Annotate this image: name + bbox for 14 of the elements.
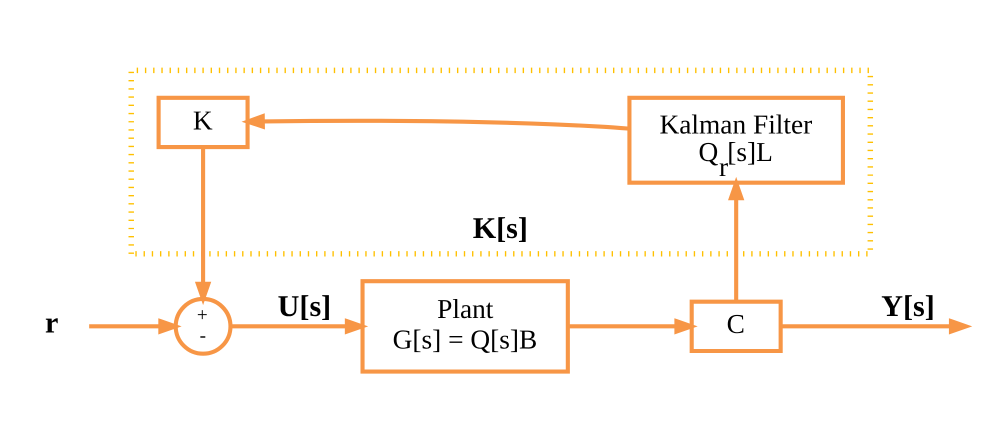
node-box: Plant G[s] = Q[s]B — [360, 279, 570, 374]
edge-label: U[s] — [278, 289, 332, 324]
arrow — [194, 147, 212, 306]
arrow — [230, 318, 368, 335]
edge-label: Y[s] — [881, 289, 935, 324]
node-text: r — [45, 306, 58, 340]
arrow — [89, 318, 182, 335]
arrow — [781, 318, 972, 335]
arrow — [568, 318, 698, 335]
arrow — [728, 176, 744, 302]
node-box: K — [156, 96, 250, 150]
node-circle: + - — [174, 296, 233, 356]
arrow — [242, 113, 630, 131]
node-box: C — [690, 300, 783, 354]
